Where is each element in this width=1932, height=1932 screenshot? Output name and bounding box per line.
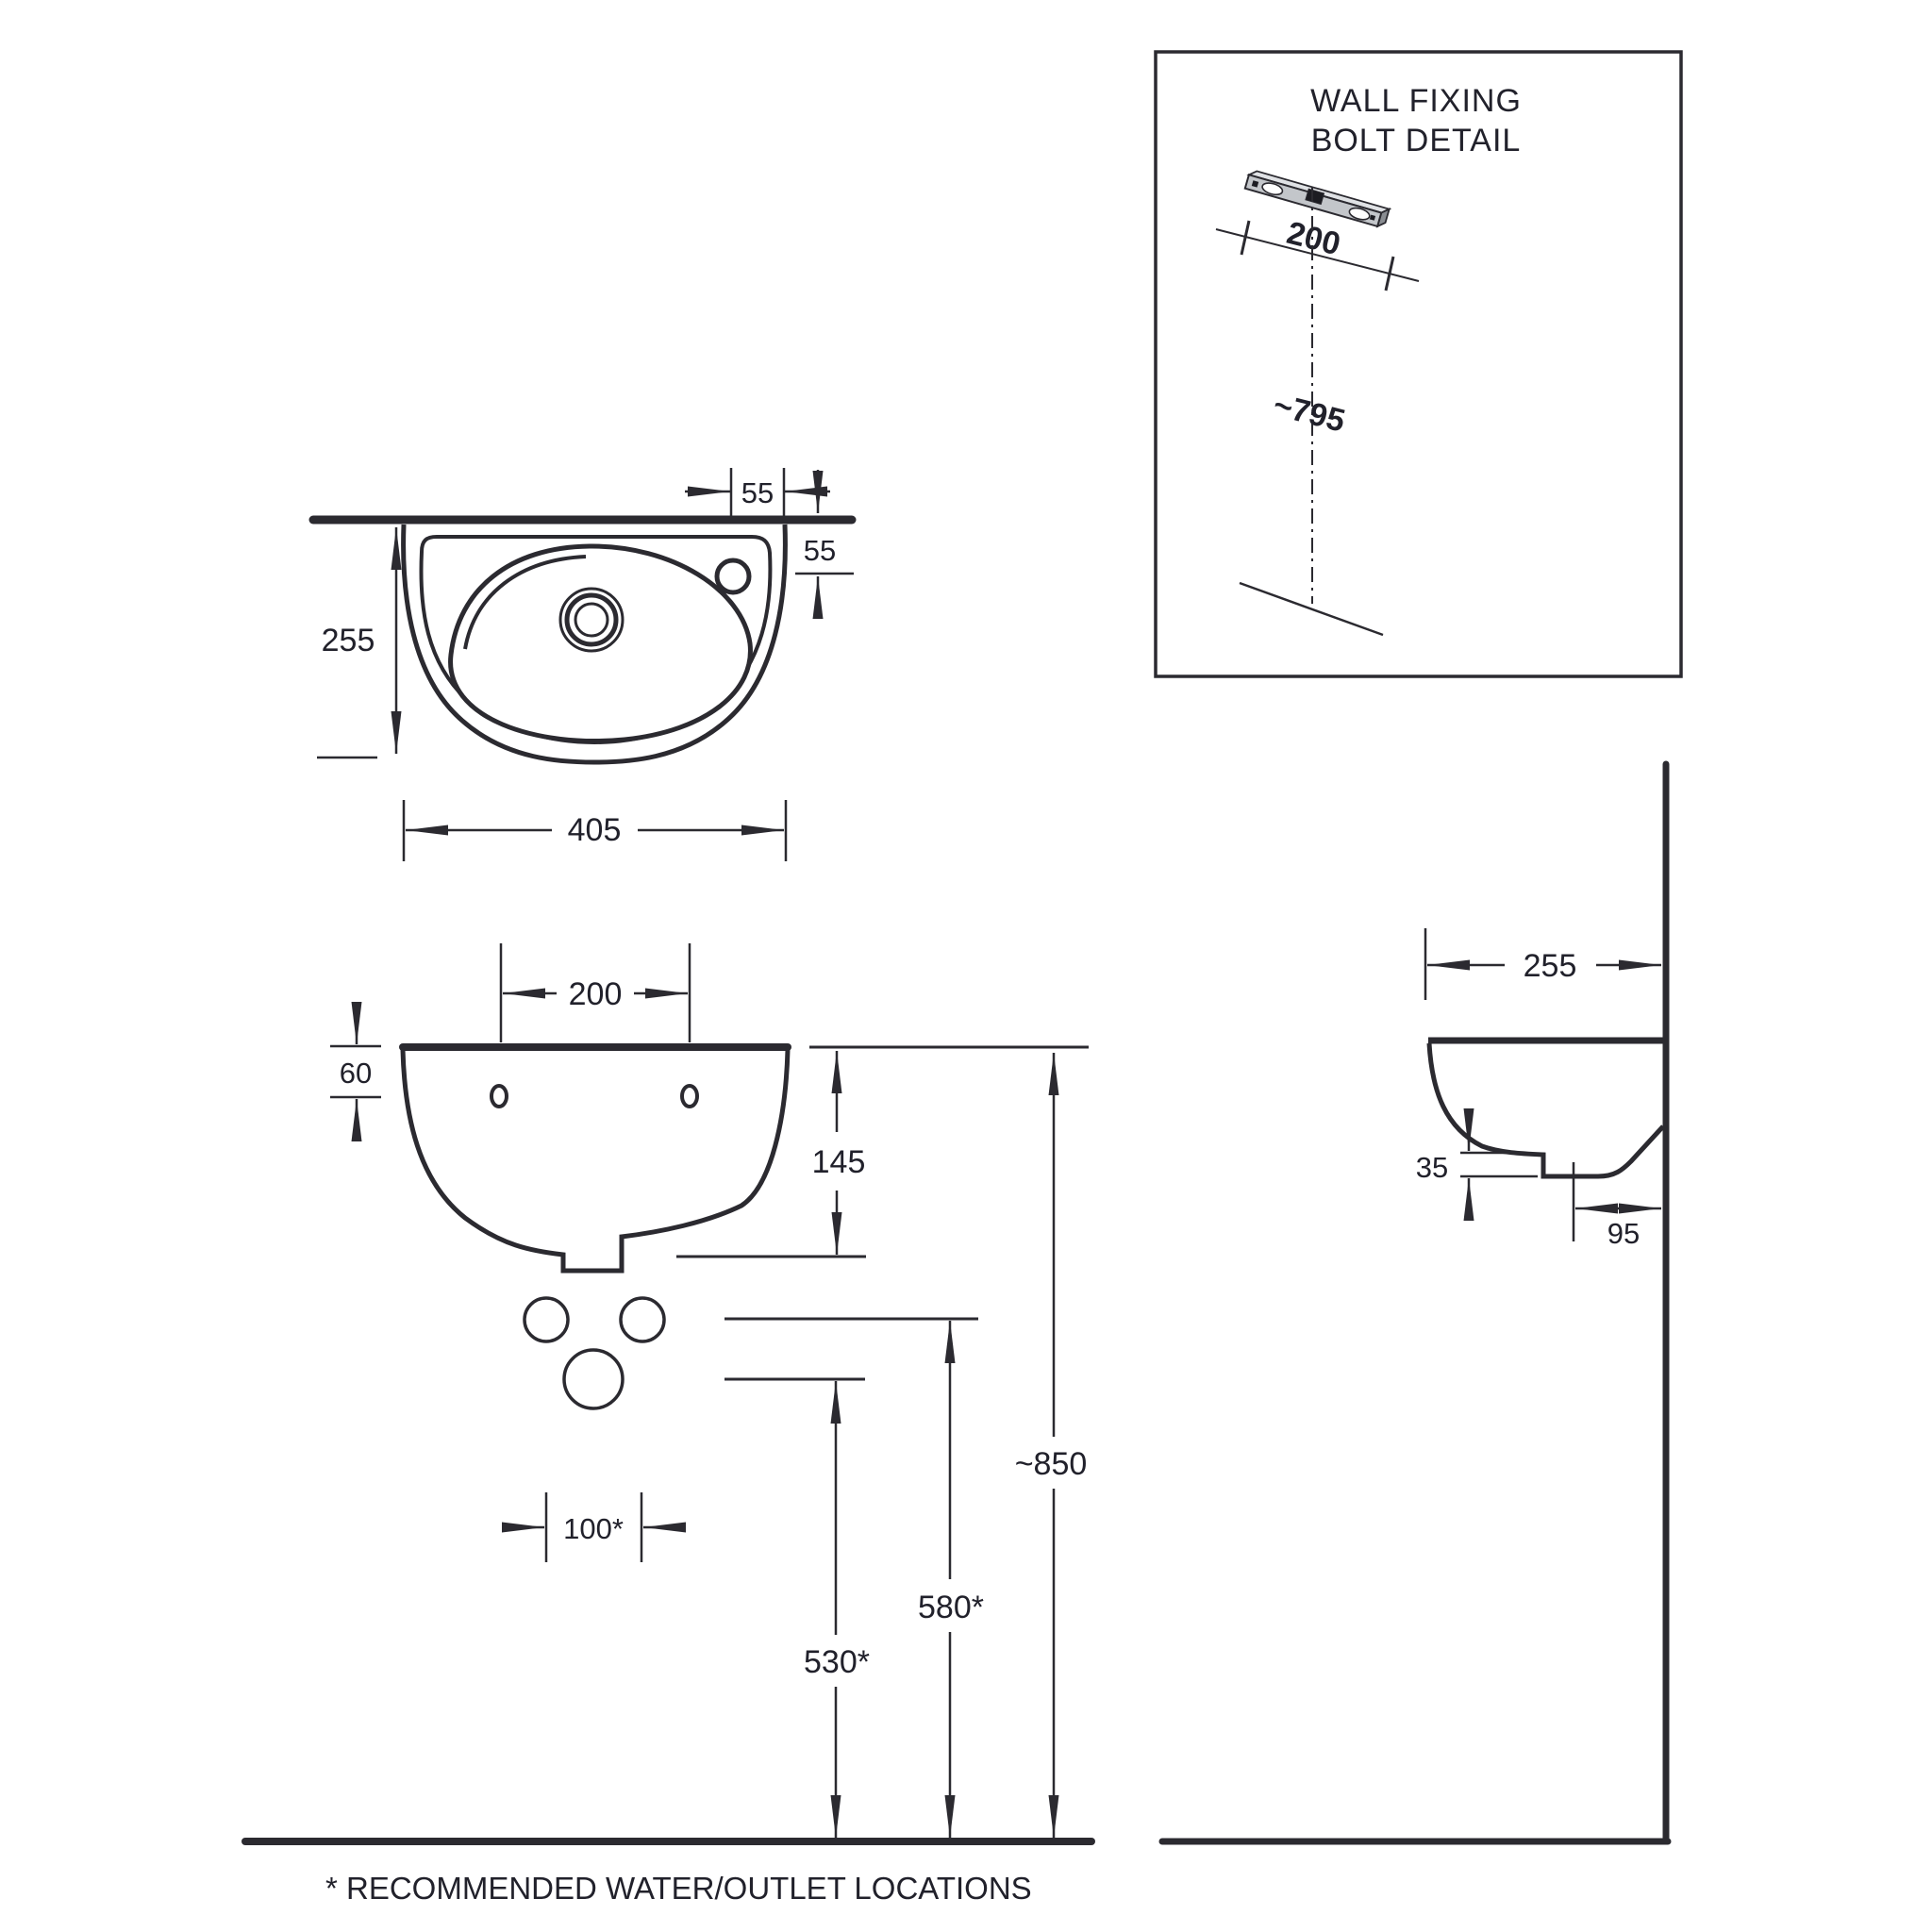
detail-title-line2: BOLT DETAIL — [1311, 123, 1522, 158]
rail-center-clip — [1305, 188, 1325, 206]
rail-slot-left — [1251, 180, 1259, 188]
dim-bolt-spacing-label: 200 — [1283, 215, 1343, 263]
dim-waste-height-label: 530* — [804, 1644, 870, 1680]
dim-fixing-holes-drop-label: 60 — [340, 1057, 372, 1090]
supply-hole-left — [523, 1296, 570, 1343]
detail-title-line1: WALL FIXING — [1310, 83, 1522, 119]
detail-floor-line — [1239, 581, 1384, 637]
dim-side-depth-label: 255 — [1524, 948, 1577, 984]
dim-rim-height-label: ~850 — [1015, 1446, 1088, 1482]
dim-tap-offset-y: 55 — [795, 470, 854, 619]
basin-outline-side — [1426, 1042, 1665, 1179]
dim-supply-spacing: 100* — [502, 1492, 686, 1562]
dim-plan-depth-label: 255 — [322, 623, 375, 658]
dim-plan-width: 405 — [402, 800, 788, 861]
dim-rim-height: ~850 — [1015, 1053, 1088, 1838]
rail-slot-right — [1369, 214, 1376, 221]
dim-tap-offset-x: 55 — [685, 468, 830, 516]
plan-view: 255 405 55 55 — [308, 468, 857, 861]
front-elevation-view: 200 60 145 ~850 — [242, 943, 1095, 1845]
tap-hole — [714, 558, 752, 595]
fixing-hole-right — [680, 1084, 699, 1108]
rail-hole-left — [1261, 182, 1284, 196]
dim-supply-height: 580* — [918, 1321, 984, 1838]
fixing-bolt-rail — [1243, 170, 1392, 228]
basin-outline-front — [400, 1049, 791, 1274]
dim-plan-width-label: 405 — [568, 812, 622, 848]
fixing-hole-left — [490, 1084, 508, 1108]
dim-plan-depth: 255 — [317, 527, 402, 759]
dim-outlet-to-wall: 95 — [1572, 1162, 1661, 1250]
dim-outlet-to-wall-label: 95 — [1607, 1217, 1640, 1250]
detail-box-border — [1154, 50, 1683, 678]
dim-bolt-spacing: 200 — [1215, 215, 1420, 291]
bowl-overflow-arc — [463, 555, 587, 650]
dim-bolt-height-label: ~795 — [1270, 387, 1349, 439]
supply-hole-right — [619, 1296, 666, 1343]
wall-fixing-bolt-detail: WALL FIXING BOLT DETAIL 200 ~795 — [1154, 50, 1683, 678]
dim-tap-offset-y-label: 55 — [804, 534, 836, 567]
footnote: * RECOMMENDED WATER/OUTLET LOCATIONS — [325, 1871, 1032, 1906]
dim-tap-offset-x-label: 55 — [741, 476, 774, 509]
dim-fixing-holes-spacing: 200 — [499, 943, 691, 1042]
dim-basin-height-label: 145 — [812, 1144, 866, 1180]
dim-supply-height-label: 580* — [918, 1590, 984, 1625]
side-elevation-view: 255 35 95 — [1158, 760, 1672, 1845]
dim-outlet-step: 35 — [1416, 1108, 1538, 1221]
water-outlet-locations — [523, 1296, 666, 1410]
dim-side-depth: 255 — [1424, 928, 1661, 1000]
rail-hole-right — [1348, 207, 1371, 221]
dim-supply-spacing-label: 100* — [563, 1512, 624, 1545]
dim-basin-height: 145 — [676, 1051, 866, 1258]
drain-icon — [558, 587, 625, 653]
basin-outline-plan — [401, 524, 788, 765]
dim-fixing-holes-spacing-label: 200 — [569, 976, 623, 1012]
dim-fixing-holes-drop: 60 — [330, 1002, 381, 1141]
waste-outlet-hole — [562, 1348, 625, 1410]
dim-outlet-step-label: 35 — [1416, 1151, 1448, 1184]
dim-waste-height: 530* — [804, 1381, 870, 1838]
